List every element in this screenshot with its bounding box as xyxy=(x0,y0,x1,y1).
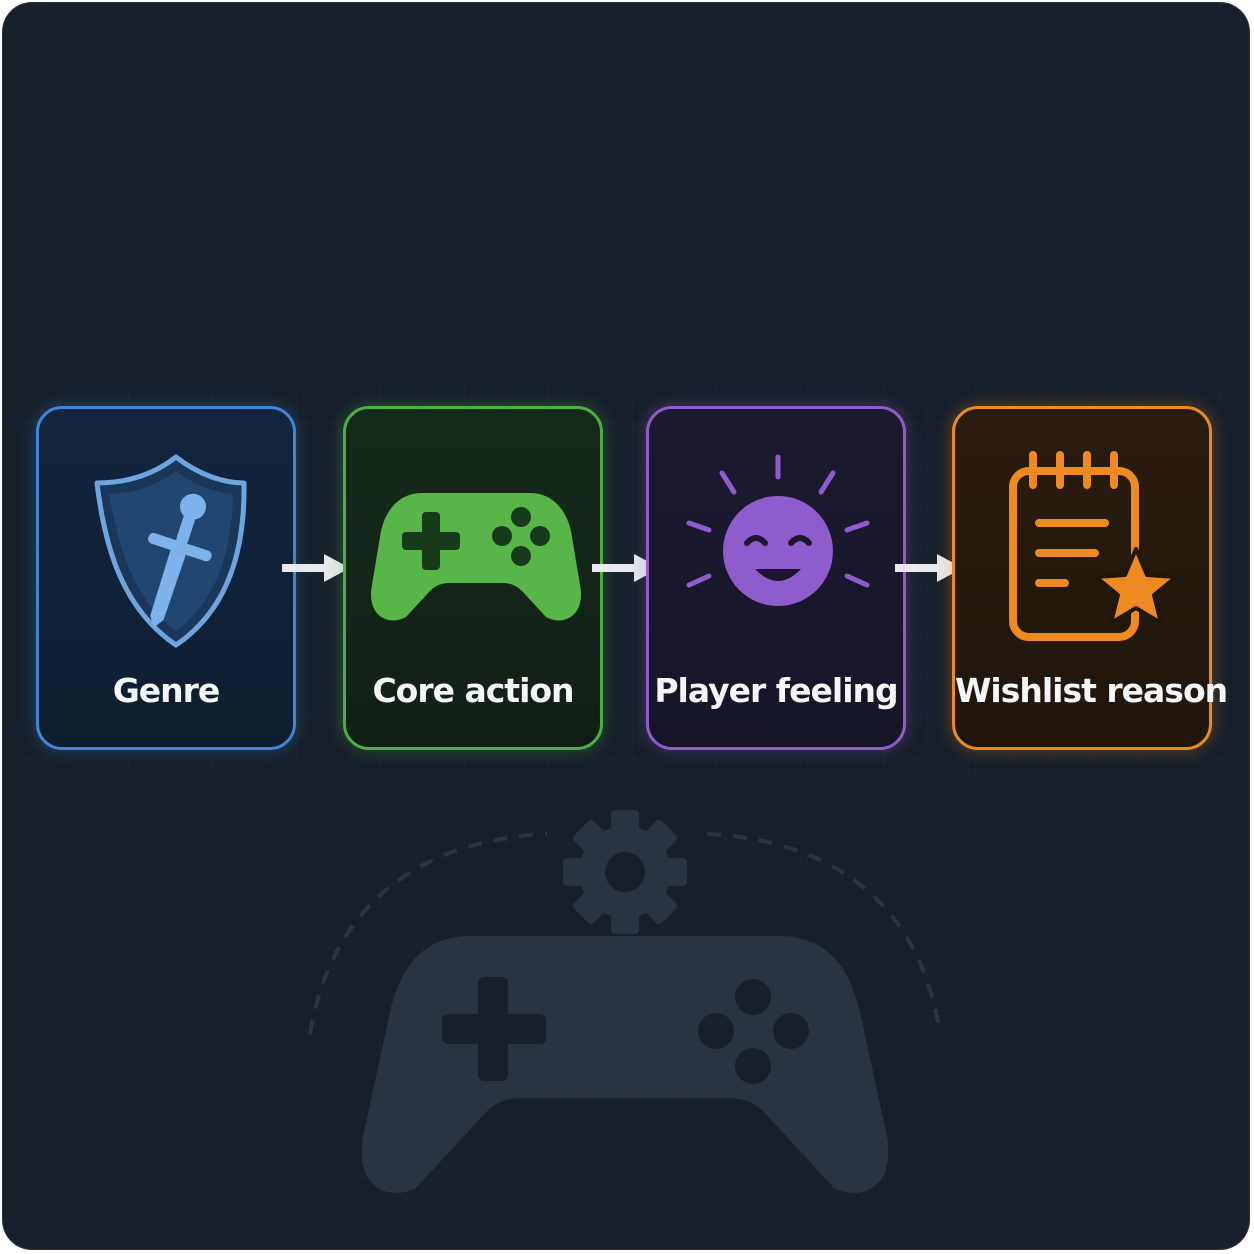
step-label-core-action: Core action xyxy=(372,671,574,710)
gamepad-icon xyxy=(361,936,889,1193)
step-card-player-feeling: Player feeling xyxy=(646,406,906,750)
smiling-sun-icon xyxy=(686,454,870,606)
arrow-right-icon xyxy=(282,554,350,582)
step-label-player-feeling: Player feeling xyxy=(654,671,898,710)
notepad-star-icon xyxy=(1009,451,1178,641)
shield-sword-icon xyxy=(94,454,247,648)
gear-icon xyxy=(563,810,687,934)
step-label-genre: Genre xyxy=(112,671,221,710)
step-card-core-action: Core action xyxy=(343,406,603,750)
dashed-arc xyxy=(308,832,942,1035)
step-label-wishlist-reason: Wishlist reason xyxy=(955,671,1228,710)
step-card-genre: Genre xyxy=(36,406,296,750)
gamepad-icon xyxy=(370,493,582,621)
step-card-wishlist-reason: Wishlist reason xyxy=(952,406,1228,750)
arrow-right-icon xyxy=(895,554,963,582)
